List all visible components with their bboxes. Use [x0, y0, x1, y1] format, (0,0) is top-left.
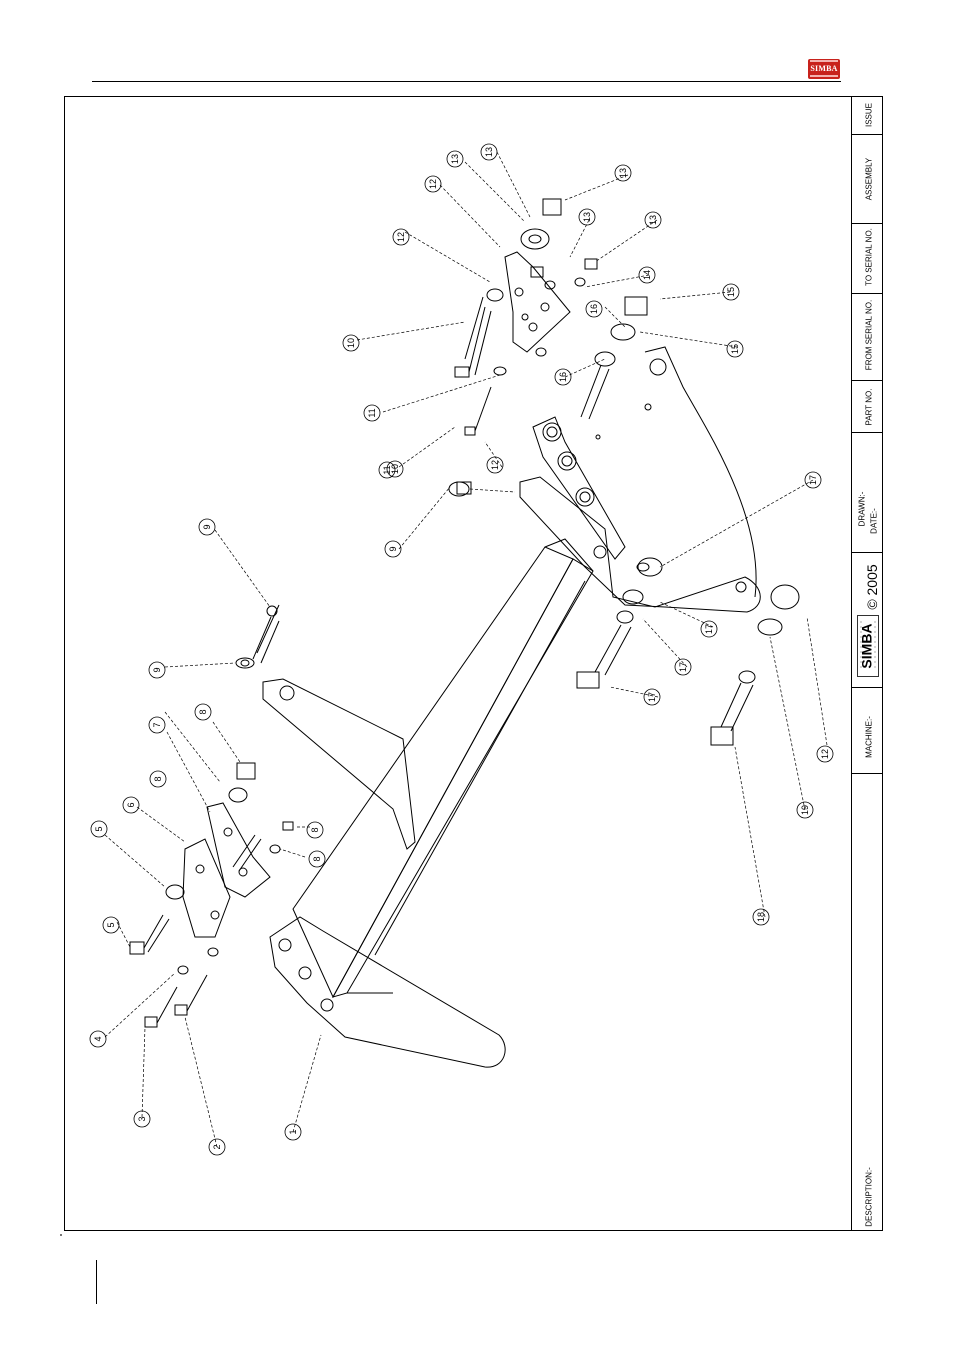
callout-number: 11	[382, 465, 392, 474]
item-callout-labels: 1 2 3 4 5 5 6 7 8 8 8 8 9 9 9 10 10 11 1…	[93, 147, 830, 1150]
issue-label: ISSUE	[865, 103, 874, 127]
callout-number: 19	[800, 805, 810, 815]
upper-arm-bracket	[263, 679, 415, 849]
machine-label: MACHINE:-	[865, 716, 874, 758]
callout-number: 17	[704, 624, 714, 634]
from-serial-label: FROM SERIAL NO.	[865, 300, 874, 370]
right-clevis-plates	[533, 417, 625, 559]
title-block-divider	[852, 223, 883, 224]
callout-number: 13	[582, 212, 592, 222]
left-end-plate	[270, 917, 505, 1067]
callout-number: 3	[137, 1116, 147, 1121]
callout-number: 13	[484, 147, 494, 157]
title-block-simba-logo: SIMBA	[857, 615, 879, 677]
callout-number: 5	[94, 826, 104, 831]
callout-number: 8	[198, 709, 208, 714]
callout-number: 9	[152, 667, 162, 672]
callout-number: 17	[808, 475, 818, 485]
header-rule	[92, 81, 841, 82]
exploded-assembly-drawing: 1 2 3 4 5 5 6 7 8 8 8 8 9 9 9 10 10 11 1…	[65, 97, 851, 1230]
callout-number: 16	[558, 372, 568, 382]
callout-number: 8	[310, 827, 320, 832]
title-block-divider	[852, 687, 883, 688]
callout-number: 1	[288, 1129, 298, 1134]
footer-dot	[60, 1234, 62, 1236]
callout-number: 12	[396, 232, 406, 242]
assembly-drawing-svg: 1 2 3 4 5 5 6 7 8 8 8 8 9 9 9 10 10 11 1…	[65, 97, 851, 1230]
callout-number: 15	[726, 287, 736, 297]
title-block-divider	[852, 134, 883, 135]
title-block-divider	[852, 552, 883, 553]
callout-number: 12	[428, 179, 438, 189]
logo-stripe-top	[810, 60, 838, 62]
copyright-text: © 2005	[864, 564, 880, 609]
callout-number: 11	[367, 408, 377, 417]
callout-number: 12	[490, 460, 500, 470]
callout-number: 13	[450, 154, 460, 164]
callout-number: 14	[642, 270, 652, 280]
part-no-label: PART NO.	[865, 389, 874, 426]
fasteners	[130, 199, 799, 1027]
callout-number: 8	[312, 856, 322, 861]
callout-number: 13	[618, 168, 628, 178]
callout-number: 8	[153, 776, 163, 781]
callout-number: 9	[388, 546, 398, 551]
drawing-frame: 1 2 3 4 5 5 6 7 8 8 8 8 9 9 9 10 10 11 1…	[64, 96, 883, 1231]
simba-logo: SIMBA	[808, 59, 840, 79]
logo-stripe-bottom	[810, 75, 838, 77]
callout-number: 10	[346, 338, 356, 348]
callout-number: 18	[756, 912, 766, 922]
callout-number: 6	[126, 802, 136, 807]
callout-number: 16	[589, 304, 599, 314]
logo-text: SIMBA	[808, 64, 840, 73]
title-block-divider	[852, 773, 883, 774]
assembly-label: ASSEMBLY	[865, 158, 874, 201]
description-label: DESCRIPTION:-	[865, 1167, 874, 1227]
title-block-divider	[852, 380, 883, 381]
title-block-divider	[852, 432, 883, 433]
callout-number: 15	[730, 344, 740, 354]
callout-number: 17	[647, 692, 657, 702]
title-block-logo-text: SIMBA	[859, 623, 875, 668]
callout-number: 5	[106, 922, 116, 927]
callout-number: 13	[648, 215, 658, 225]
item-callouts	[90, 144, 833, 1155]
to-serial-label: TO SERIAL NO.	[865, 228, 874, 286]
callout-number: 12	[820, 749, 830, 759]
title-block: ISSUE ASSEMBLY TO SERIAL NO. FROM SERIAL…	[851, 97, 883, 1230]
footer-rule	[96, 1260, 97, 1304]
simba-logo-mark: SIMBA	[857, 615, 879, 677]
title-block-divider	[852, 293, 883, 294]
callout-number: 9	[202, 524, 212, 529]
left-pivot-plates	[183, 803, 270, 937]
date-label: DATE:-	[870, 508, 879, 534]
drawn-label: DRAWN:-	[858, 492, 867, 527]
callout-number: 17	[678, 662, 688, 672]
callout-number: 4	[93, 1036, 103, 1041]
callout-number: 2	[212, 1144, 222, 1149]
main-beam	[293, 539, 593, 997]
callout-number: 7	[152, 722, 162, 727]
leader-lines	[105, 152, 827, 1147]
